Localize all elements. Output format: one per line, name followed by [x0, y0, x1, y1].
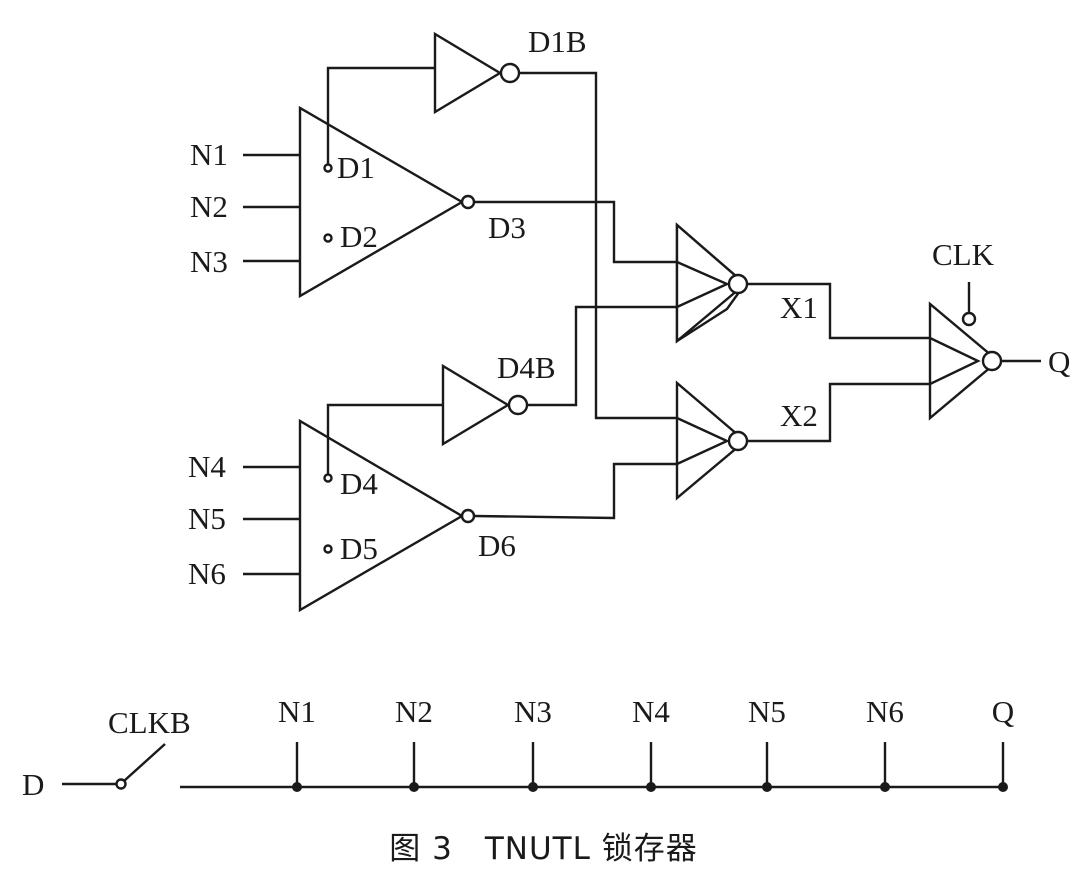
- label-d-input: D: [22, 767, 44, 802]
- timeline-label-q: Q: [992, 694, 1014, 729]
- gate-top: [298, 105, 476, 299]
- label-d4: D4: [340, 466, 378, 501]
- switch-arm: [123, 743, 166, 782]
- label-d1b: D1B: [528, 24, 587, 59]
- label-clk: CLK: [932, 237, 995, 272]
- wire-d6: [473, 462, 677, 520]
- timeline-dot-n6: [880, 782, 890, 792]
- wire-d1b: [519, 71, 677, 420]
- label-d3: D3: [488, 210, 526, 245]
- label-x1: X1: [780, 290, 818, 325]
- gate-x2: [675, 380, 749, 501]
- label-n4: N4: [188, 449, 226, 484]
- timeline-dot-n3: [528, 782, 538, 792]
- label-d6: D6: [478, 528, 516, 563]
- label-q-output: Q: [1048, 344, 1070, 379]
- label-n2: N2: [190, 189, 228, 224]
- gate-output: [928, 301, 1003, 421]
- label-x2: X2: [780, 398, 818, 433]
- timeline-nodes: N1 N2 N3 N4 N5 N6 Q: [278, 694, 1014, 792]
- switch-pivot: [115, 778, 127, 790]
- wire-d1-to-inv: [326, 66, 435, 164]
- timeline-label-n5: N5: [748, 694, 786, 729]
- timeline: D CLKB N1 N2 N3 N4 N5 N6 Q: [22, 694, 1014, 802]
- label-d1: D1: [337, 150, 375, 185]
- label-d4b: D4B: [497, 350, 556, 385]
- figure-caption: 图 3 TNUTL 锁存器: [389, 831, 698, 867]
- timeline-dot-n1: [292, 782, 302, 792]
- input-wires-top: [243, 153, 300, 263]
- wire-d4-to-inv: [326, 403, 443, 474]
- label-n3: N3: [190, 244, 228, 279]
- timeline-dot-n5: [762, 782, 772, 792]
- gate-x1: [675, 222, 749, 344]
- wire-d3: [474, 200, 677, 264]
- label-clkb: CLKB: [108, 705, 191, 740]
- timeline-label-n3: N3: [514, 694, 552, 729]
- label-d5: D5: [340, 531, 378, 566]
- timeline-label-n1: N1: [278, 694, 316, 729]
- label-n6: N6: [188, 556, 226, 591]
- timeline-dot-q: [998, 782, 1008, 792]
- pin-d1: [323, 163, 333, 173]
- pin-d2: [323, 233, 333, 243]
- inverter-bottom: [441, 363, 529, 447]
- input-wires-bottom: [243, 465, 300, 576]
- gate-bottom: [298, 418, 476, 613]
- label-n1: N1: [190, 137, 228, 172]
- timeline-dot-n4: [646, 782, 656, 792]
- timeline-label-n2: N2: [395, 694, 433, 729]
- timeline-label-n4: N4: [632, 694, 670, 729]
- label-d2: D2: [340, 219, 378, 254]
- label-n5: N5: [188, 501, 226, 536]
- pin-d4: [323, 473, 333, 483]
- timeline-label-n6: N6: [866, 694, 904, 729]
- timeline-dot-n2: [409, 782, 419, 792]
- clk-bubble: [961, 311, 977, 327]
- wire-x2: [747, 382, 930, 443]
- pin-d5: [323, 544, 333, 554]
- inverter-top: [433, 31, 521, 115]
- wire-d4b: [527, 305, 677, 407]
- wire-x1: [747, 282, 930, 340]
